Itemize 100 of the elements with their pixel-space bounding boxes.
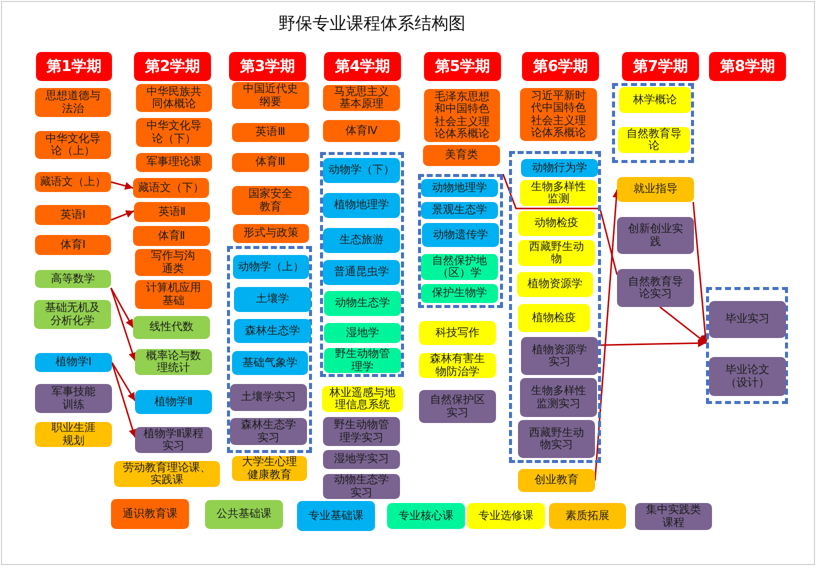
course-name: 保护生物学: [432, 287, 487, 300]
course-box: [234, 319, 311, 343]
course-name: 高等数学: [51, 272, 95, 286]
course-box: [232, 82, 309, 109]
course-name: 体育Ⅲ: [256, 156, 286, 169]
course-box: [518, 420, 595, 458]
dashed-group-frame: [320, 152, 404, 377]
semester-label: 第7学期: [632, 57, 688, 76]
course-box: [423, 145, 500, 166]
course-box: [324, 291, 401, 316]
course-box: [133, 316, 210, 339]
course-name: 森林生态学实习: [240, 419, 297, 444]
course-box: [35, 172, 111, 192]
course-name: 军事技能训练: [50, 386, 96, 411]
semester-header: [36, 52, 112, 81]
course-name: 植物学Ⅰ: [55, 356, 92, 369]
dashed-group-frame: [227, 246, 312, 453]
course-name: 科技写作: [436, 326, 480, 340]
course-name: 体育Ⅰ: [60, 238, 86, 252]
course-name: 动物生态学实习: [332, 474, 390, 499]
course-box: [323, 260, 400, 285]
course-name: 毕业论文（设计）: [724, 364, 770, 389]
course-box: [421, 179, 498, 197]
course-name: 就业指导: [634, 183, 678, 196]
semester-label: 第3学期: [240, 57, 296, 76]
arrow: [660, 306, 706, 344]
course-name: 基础无机及分析化学: [44, 302, 101, 327]
legend-label: 专业核心课: [398, 510, 454, 522]
course-name: 森林生态学: [245, 324, 300, 338]
course-box: [518, 304, 590, 332]
course-name: 动物检疫: [534, 217, 578, 230]
course-box: [520, 378, 597, 417]
course-box: [232, 153, 309, 172]
course-name: 自然教育导论实习: [626, 276, 684, 300]
course-name: 西藏野生动物: [528, 240, 585, 266]
course-box: [520, 180, 597, 206]
semester-label: 第1学期: [46, 57, 102, 76]
course-name: 自然教育导论: [625, 128, 682, 152]
course-name: 野生动物管理学实习: [332, 419, 390, 444]
course-name: 植物学Ⅱ: [154, 396, 193, 408]
course-name: 生物多样性监测实习: [530, 385, 587, 410]
legend-label: 集中实践类课程: [644, 504, 702, 529]
dashed-group-frame: [509, 151, 601, 463]
course-name: 思想道德与法治: [44, 90, 102, 115]
course-box: [35, 235, 111, 255]
course-name: 线性代数: [150, 321, 194, 334]
course-name: 自然保护地（区）学: [430, 254, 488, 280]
course-name: 植物检疫: [532, 312, 576, 324]
course-name: 普通昆虫学: [334, 266, 389, 279]
course-name: 中华民族共同体概论: [145, 86, 202, 110]
course-box: [135, 390, 212, 414]
course-name: 动物地理学: [432, 182, 487, 194]
semester-header: [424, 52, 501, 81]
course-name: 动物学（下）: [328, 164, 394, 177]
course-name: 中华文化导论（下）: [145, 120, 202, 145]
course-box: [323, 158, 400, 183]
course-box: [232, 456, 307, 481]
course-box: [421, 254, 498, 280]
legend-label: 专业选修课: [478, 510, 534, 522]
course-box: [230, 384, 307, 411]
course-name: 概率论与数理统计: [144, 350, 202, 374]
course-name: 生物多样性监测: [530, 180, 587, 206]
course-box: [133, 226, 210, 246]
course-box: [233, 255, 309, 279]
course-box: [34, 300, 111, 329]
course-name: 写作与沟通类: [150, 250, 196, 275]
course-name: 林学概论: [633, 94, 677, 106]
connector-line: [502, 174, 618, 275]
course-name: 植物资源学: [528, 278, 582, 291]
course-box: [323, 85, 400, 111]
course-box: [234, 287, 311, 312]
course-name: 景观生态学: [432, 204, 487, 217]
course-box: [232, 186, 309, 215]
course-name: 藏语文（下）: [138, 182, 204, 194]
course-name: 职业生涯规划: [50, 422, 96, 447]
course-box: [135, 249, 211, 276]
course-name: 英语Ⅰ: [60, 208, 86, 222]
dashed-group-frame: [418, 174, 503, 308]
course-box: [136, 153, 212, 172]
dashed-group-frame: [706, 287, 788, 404]
course-box: [133, 178, 209, 198]
course-name: 湿地学实习: [334, 453, 389, 466]
course-box: [617, 269, 694, 307]
course-box: [323, 228, 400, 253]
course-box: [419, 353, 496, 378]
course-box: [424, 89, 500, 142]
course-name: 中华文化导论（上）: [44, 132, 102, 158]
legend-label: 公共基础课: [216, 508, 272, 521]
legend-label: 专业基础课: [308, 510, 364, 522]
course-name: 植物资源学实习: [530, 344, 588, 368]
course-name: 体育Ⅱ: [158, 230, 186, 242]
course-name: 马克思主义基本原理: [332, 86, 390, 110]
course-name: 英语Ⅱ: [158, 206, 186, 218]
semester-label: 第6学期: [532, 57, 588, 76]
course-name: 植物学Ⅱ课程实习: [142, 428, 205, 452]
course-box: [232, 351, 308, 375]
dashed-group-frame: [612, 83, 694, 163]
arrow: [110, 181, 134, 190]
course-box: [35, 270, 111, 288]
course-box: [35, 384, 112, 413]
